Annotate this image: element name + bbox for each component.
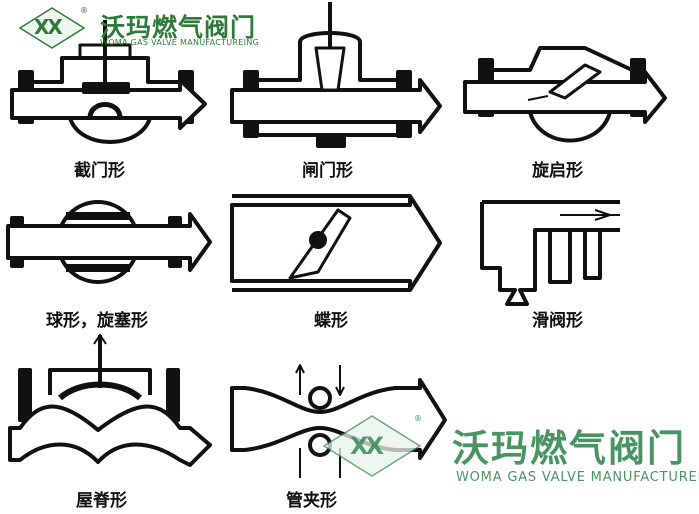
brand-logo-icon (18, 7, 86, 49)
butterfly-valve-illustration (230, 194, 442, 292)
diaphragm-valve-illustration (8, 334, 212, 467)
caption-slide-valve: 滑阀形 (532, 311, 583, 331)
caption-diaphragm-valve: 屋脊形 (76, 491, 127, 511)
caption-globe-valve: 截门形 (74, 161, 125, 181)
swing-check-valve-illustration (463, 46, 667, 143)
caption-butterfly-valve: 蝶形 (314, 311, 348, 331)
watermark-registered-mark: ® (414, 414, 422, 423)
brand-subtitle: WOMA GAS VALVE MANUFACTUREING (100, 38, 260, 47)
brand-registered-mark: ® (80, 6, 88, 15)
ball-plug-valve-illustration (6, 200, 212, 284)
caption-swing-check-valve: 旋启形 (532, 161, 583, 181)
gate-valve-illustration (230, 2, 442, 148)
watermark-name: 沃玛燃气阀门 (452, 427, 686, 470)
caption-pinch-valve: 管夹形 (286, 491, 337, 511)
watermark-subtitle: WOMA GAS VALVE MANUFACTUREING (456, 470, 699, 485)
caption-gate-valve: 闸门形 (302, 161, 353, 181)
watermark-logo-letters: XX (350, 432, 384, 460)
caption-ball-plug-valve: 球形，旋塞形 (46, 311, 148, 331)
brand-name: 沃玛燃气阀门 (100, 13, 257, 42)
slide-valve-illustration (480, 200, 620, 306)
globe-valve-illustration (10, 20, 207, 144)
brand-logo-letters: XX (34, 15, 63, 39)
watermark-logo-icon (322, 415, 422, 477)
